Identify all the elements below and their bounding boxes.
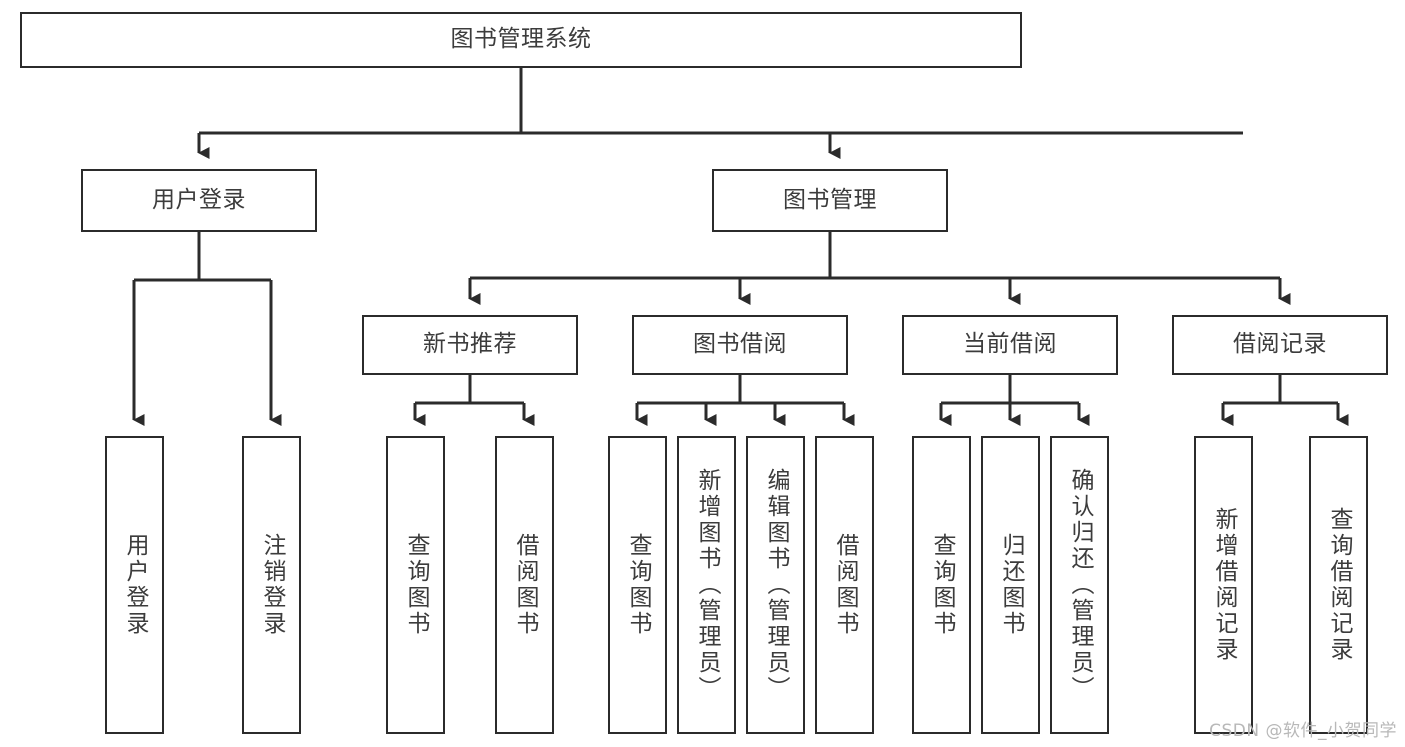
node-label: 注销登录 bbox=[259, 533, 285, 637]
node-user-login[interactable]: 用户登录 bbox=[81, 169, 317, 232]
node-book-management[interactable]: 图书管理 bbox=[712, 169, 948, 232]
node-label: 编辑图书（管理员） bbox=[763, 468, 789, 702]
node-leaf-query-book-borrow[interactable]: 查询图书 bbox=[608, 436, 667, 734]
node-label: 借阅图书 bbox=[832, 533, 858, 637]
node-label: 查询图书 bbox=[625, 533, 651, 637]
node-root-book-management-system[interactable]: 图书管理系统 bbox=[20, 12, 1022, 68]
node-current-borrow[interactable]: 当前借阅 bbox=[902, 315, 1118, 375]
node-label: 图书管理系统 bbox=[450, 26, 592, 53]
node-label: 借阅图书 bbox=[512, 533, 538, 637]
node-leaf-confirm-return-admin[interactable]: 确认归还（管理员） bbox=[1050, 436, 1109, 734]
node-label: 新增借阅记录 bbox=[1211, 507, 1237, 663]
node-leaf-logout[interactable]: 注销登录 bbox=[242, 436, 301, 734]
node-label: 借阅记录 bbox=[1233, 331, 1327, 358]
node-leaf-query-book-current[interactable]: 查询图书 bbox=[912, 436, 971, 734]
node-leaf-query-borrow-record[interactable]: 查询借阅记录 bbox=[1309, 436, 1368, 734]
node-new-book-recommend[interactable]: 新书推荐 bbox=[362, 315, 578, 375]
node-label: 用户登录 bbox=[122, 533, 148, 637]
node-borrow-record[interactable]: 借阅记录 bbox=[1172, 315, 1388, 375]
node-label: 归还图书 bbox=[998, 533, 1024, 637]
watermark-text: CSDN @软件_小贺同学 bbox=[1209, 721, 1397, 741]
node-leaf-query-book-recommend[interactable]: 查询图书 bbox=[386, 436, 445, 734]
node-book-borrow[interactable]: 图书借阅 bbox=[632, 315, 848, 375]
node-leaf-add-book-admin[interactable]: 新增图书（管理员） bbox=[677, 436, 736, 734]
node-label: 新书推荐 bbox=[423, 331, 517, 358]
node-label: 图书管理 bbox=[783, 186, 877, 213]
node-label: 查询借阅记录 bbox=[1326, 507, 1352, 663]
node-leaf-return-book[interactable]: 归还图书 bbox=[981, 436, 1040, 734]
node-leaf-edit-book-admin[interactable]: 编辑图书（管理员） bbox=[746, 436, 805, 734]
node-label: 新增图书（管理员） bbox=[694, 468, 720, 702]
node-label: 查询图书 bbox=[929, 533, 955, 637]
node-leaf-borrow-book[interactable]: 借阅图书 bbox=[815, 436, 874, 734]
node-label: 确认归还（管理员） bbox=[1067, 468, 1093, 702]
node-leaf-user-login[interactable]: 用户登录 bbox=[105, 436, 164, 734]
node-label: 当前借阅 bbox=[963, 331, 1057, 358]
node-leaf-add-borrow-record[interactable]: 新增借阅记录 bbox=[1194, 436, 1253, 734]
node-leaf-borrow-book-recommend[interactable]: 借阅图书 bbox=[495, 436, 554, 734]
node-label: 查询图书 bbox=[403, 533, 429, 637]
node-label: 用户登录 bbox=[152, 186, 246, 213]
node-label: 图书借阅 bbox=[693, 331, 787, 358]
